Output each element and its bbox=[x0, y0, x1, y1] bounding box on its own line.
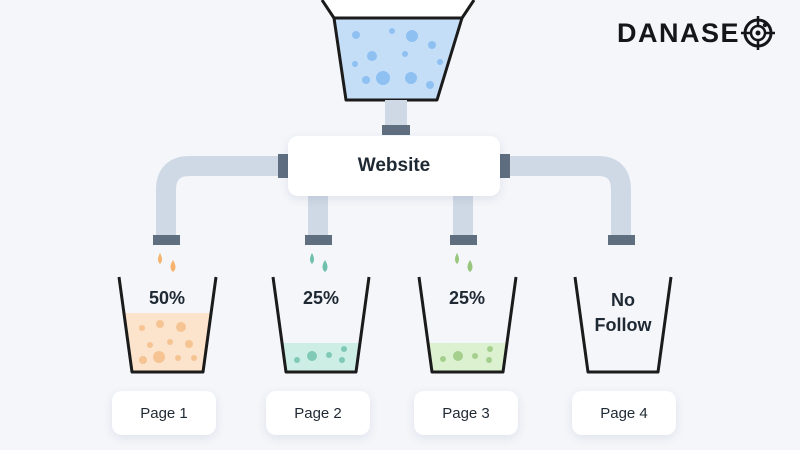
distribution-pipes bbox=[156, 156, 631, 236]
target-crosshair-icon bbox=[741, 16, 776, 50]
brand-logo: DANASE bbox=[617, 16, 776, 50]
tank-water bbox=[334, 18, 462, 100]
page-4-card: Page 4 bbox=[572, 391, 676, 435]
drops-page-3 bbox=[455, 253, 473, 272]
website-node: Website bbox=[288, 136, 500, 196]
pipe-page-1 bbox=[156, 156, 280, 236]
cup-2-outline bbox=[271, 276, 371, 374]
brand-name: DANASE bbox=[617, 17, 741, 48]
pipe-page-4 bbox=[510, 156, 631, 236]
cup-1-outline bbox=[117, 276, 218, 374]
cup-page-4 bbox=[573, 276, 673, 374]
tank-rim bbox=[322, 0, 474, 18]
pipe-joints bbox=[153, 154, 635, 245]
tank-outlet-pipe bbox=[382, 100, 410, 135]
page-1-card: Page 1 bbox=[112, 391, 216, 435]
drops-page-2 bbox=[310, 253, 328, 272]
tank-bubbles bbox=[352, 28, 443, 89]
cup-3-liquid bbox=[427, 343, 508, 372]
cup-4-outline bbox=[573, 276, 673, 374]
page-3-card: Page 3 bbox=[414, 391, 518, 435]
page-4-share: No Follow bbox=[583, 288, 663, 338]
cup-page-2 bbox=[271, 276, 371, 374]
tank-rim-outline bbox=[320, 0, 476, 20]
page-4-share-line-1: No bbox=[611, 290, 635, 310]
cup-page-1 bbox=[117, 276, 218, 374]
page-2-card: Page 2 bbox=[266, 391, 370, 435]
cup-2-liquid bbox=[281, 343, 361, 372]
page-2-share: 25% bbox=[302, 288, 340, 308]
page-1-share: 50% bbox=[148, 288, 186, 308]
source-tank bbox=[320, 0, 476, 102]
cup-3-outline bbox=[417, 276, 518, 374]
cup-page-3 bbox=[417, 276, 518, 374]
page-4-share-line-2: Follow bbox=[594, 315, 652, 335]
drops-page-1 bbox=[158, 253, 176, 272]
page-3-share: 25% bbox=[448, 288, 486, 308]
